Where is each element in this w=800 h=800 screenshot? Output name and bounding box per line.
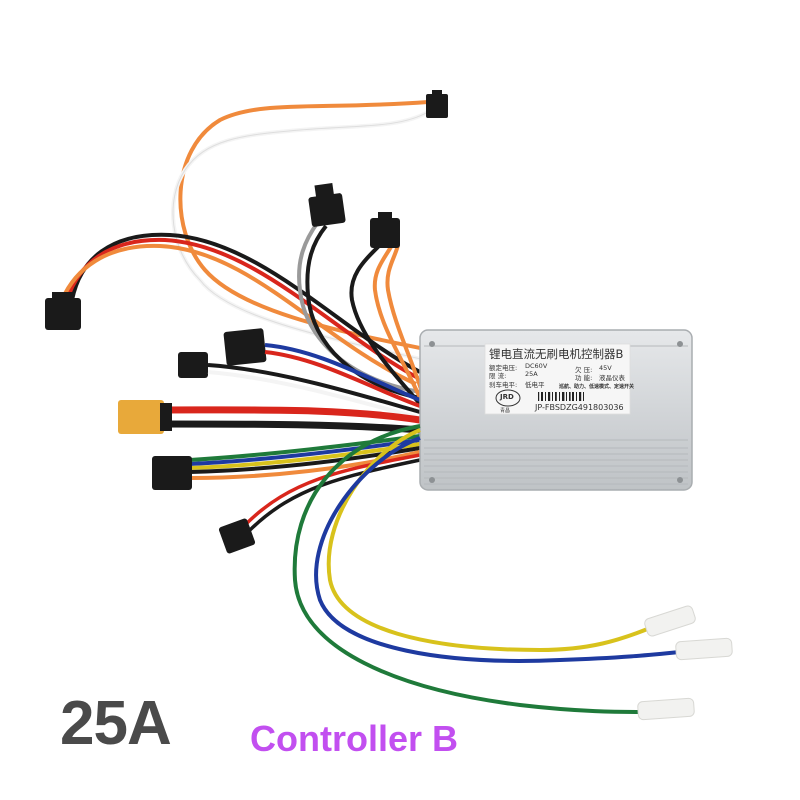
xt60-connector	[118, 400, 172, 434]
label-rated-voltage-label: 额定电压:	[489, 364, 518, 372]
label-undervoltage-value: 45V	[599, 364, 612, 372]
label-current-limit-value: 25A	[525, 370, 538, 378]
label-brake-level-value: 低电平	[525, 381, 545, 389]
top-small-connector	[426, 90, 448, 118]
label-logo: JRD	[500, 393, 514, 401]
left-connector	[45, 292, 81, 330]
label-function-value: 液晶仪表	[599, 374, 625, 382]
phase-wires	[292, 424, 681, 714]
mid-connector-2	[178, 352, 208, 378]
hall-connector	[152, 456, 192, 490]
left-harness	[60, 232, 421, 386]
top-signal-wires	[171, 100, 432, 362]
label-features-note: 巡航、助力、低速模式、定速开关	[559, 384, 635, 390]
brake-connector	[218, 518, 256, 554]
phase-terminals	[637, 605, 733, 721]
current-rating: 25A	[60, 689, 172, 758]
label-brake-level-label: 刹车电平:	[489, 381, 518, 389]
controller-case	[419, 329, 693, 491]
label-current-limit-label: 限 流:	[489, 372, 507, 380]
mid-wires	[207, 343, 421, 420]
label-undervoltage-label: 欠 压:	[575, 366, 593, 374]
battery-wires	[159, 406, 421, 434]
barcode	[538, 392, 584, 401]
label-brand: 青昌	[500, 408, 511, 414]
label-function-label: 功 能:	[575, 374, 593, 382]
right-upper-connector	[370, 212, 400, 248]
label-rated-voltage-value: DC60V	[525, 362, 548, 370]
upper-middle-connector	[308, 183, 346, 227]
right-upper-harness	[349, 243, 430, 415]
brake-harness	[243, 453, 421, 532]
controller-name: Controller B	[250, 718, 459, 759]
mid-connector-1	[223, 328, 267, 366]
label-serial-number: JP-FBSDZG491803036	[535, 403, 624, 412]
label-title: 锂电直流无刷电机控制器B	[489, 347, 624, 361]
